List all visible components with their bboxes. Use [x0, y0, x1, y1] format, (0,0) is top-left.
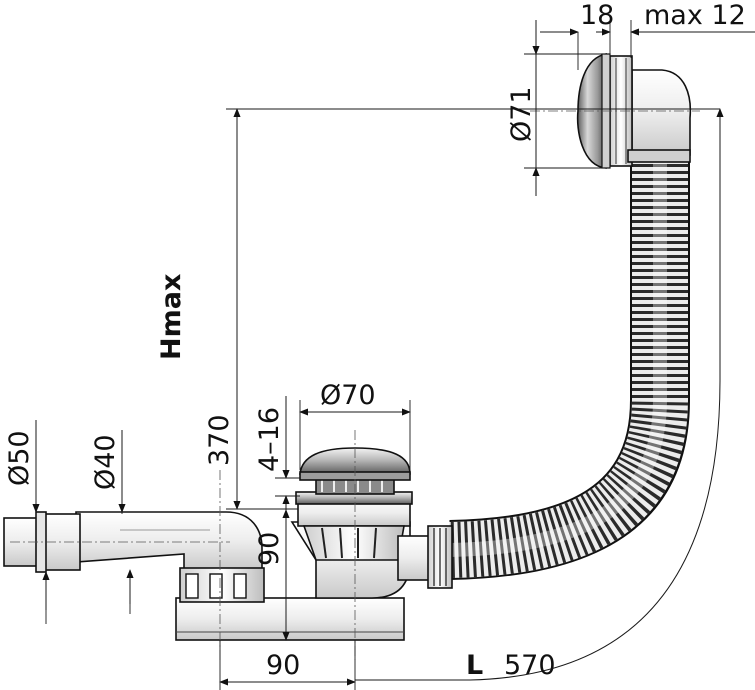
dim-length-letter: L — [466, 650, 483, 681]
dim-height-370: 370 — [204, 414, 235, 466]
drain-body — [175, 447, 453, 641]
dim-range-4-16: 4–16 — [254, 407, 285, 472]
dim-height-90: 90 — [254, 532, 285, 566]
dim-height-max: Hmax — [156, 274, 187, 360]
dim-drain-diameter: Ø70 — [320, 380, 376, 411]
dim-length-value: 570 — [504, 650, 556, 681]
dim-cover-thickness: 18 — [580, 0, 614, 31]
dim-outlet-d40: Ø40 — [90, 434, 121, 490]
center-lines — [10, 110, 700, 662]
dimension-lines — [32, 20, 755, 690]
dim-overflow-diameter: Ø71 — [506, 86, 537, 142]
flexible-hose — [449, 150, 690, 580]
dim-width-90: 90 — [266, 650, 300, 681]
dim-wall-max: max 12 — [644, 0, 746, 31]
outlet-pipe — [3, 511, 265, 603]
dim-outlet-d50: Ø50 — [4, 430, 35, 486]
